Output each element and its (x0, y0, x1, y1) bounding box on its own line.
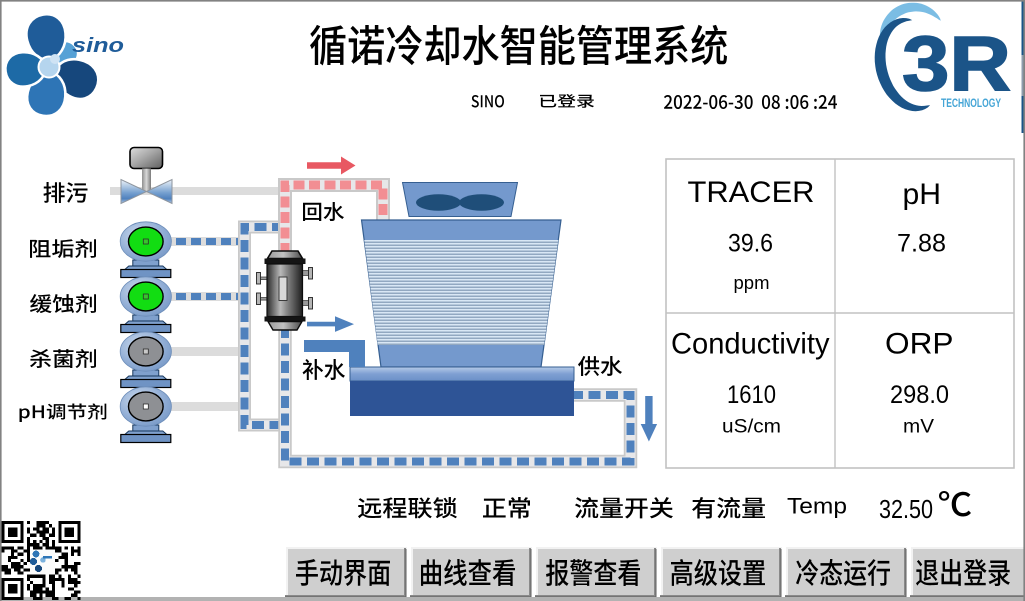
svg-text:TRACER: TRACER (688, 176, 815, 209)
svg-text:Temp: Temp (787, 494, 847, 519)
svg-text:7.88: 7.88 (897, 231, 946, 258)
svg-text:TECHNOLOGY: TECHNOLOGY (941, 98, 1001, 110)
svg-text:pH: pH (903, 178, 942, 211)
svg-text:Conductivity: Conductivity (671, 328, 830, 361)
svg-text:1610: 1610 (727, 382, 776, 409)
svg-text:32.50: 32.50 (879, 496, 933, 524)
svg-text:uS/cm: uS/cm (722, 417, 781, 438)
svg-text:ORP: ORP (885, 328, 954, 361)
svg-text:39.6: 39.6 (728, 231, 773, 258)
svg-text:3R: 3R (902, 21, 1011, 107)
svg-text:mV: mV (903, 417, 934, 438)
svg-text:298.0: 298.0 (890, 382, 949, 409)
svg-text:ppm: ppm (734, 272, 770, 293)
svg-text:sino: sino (72, 35, 124, 57)
